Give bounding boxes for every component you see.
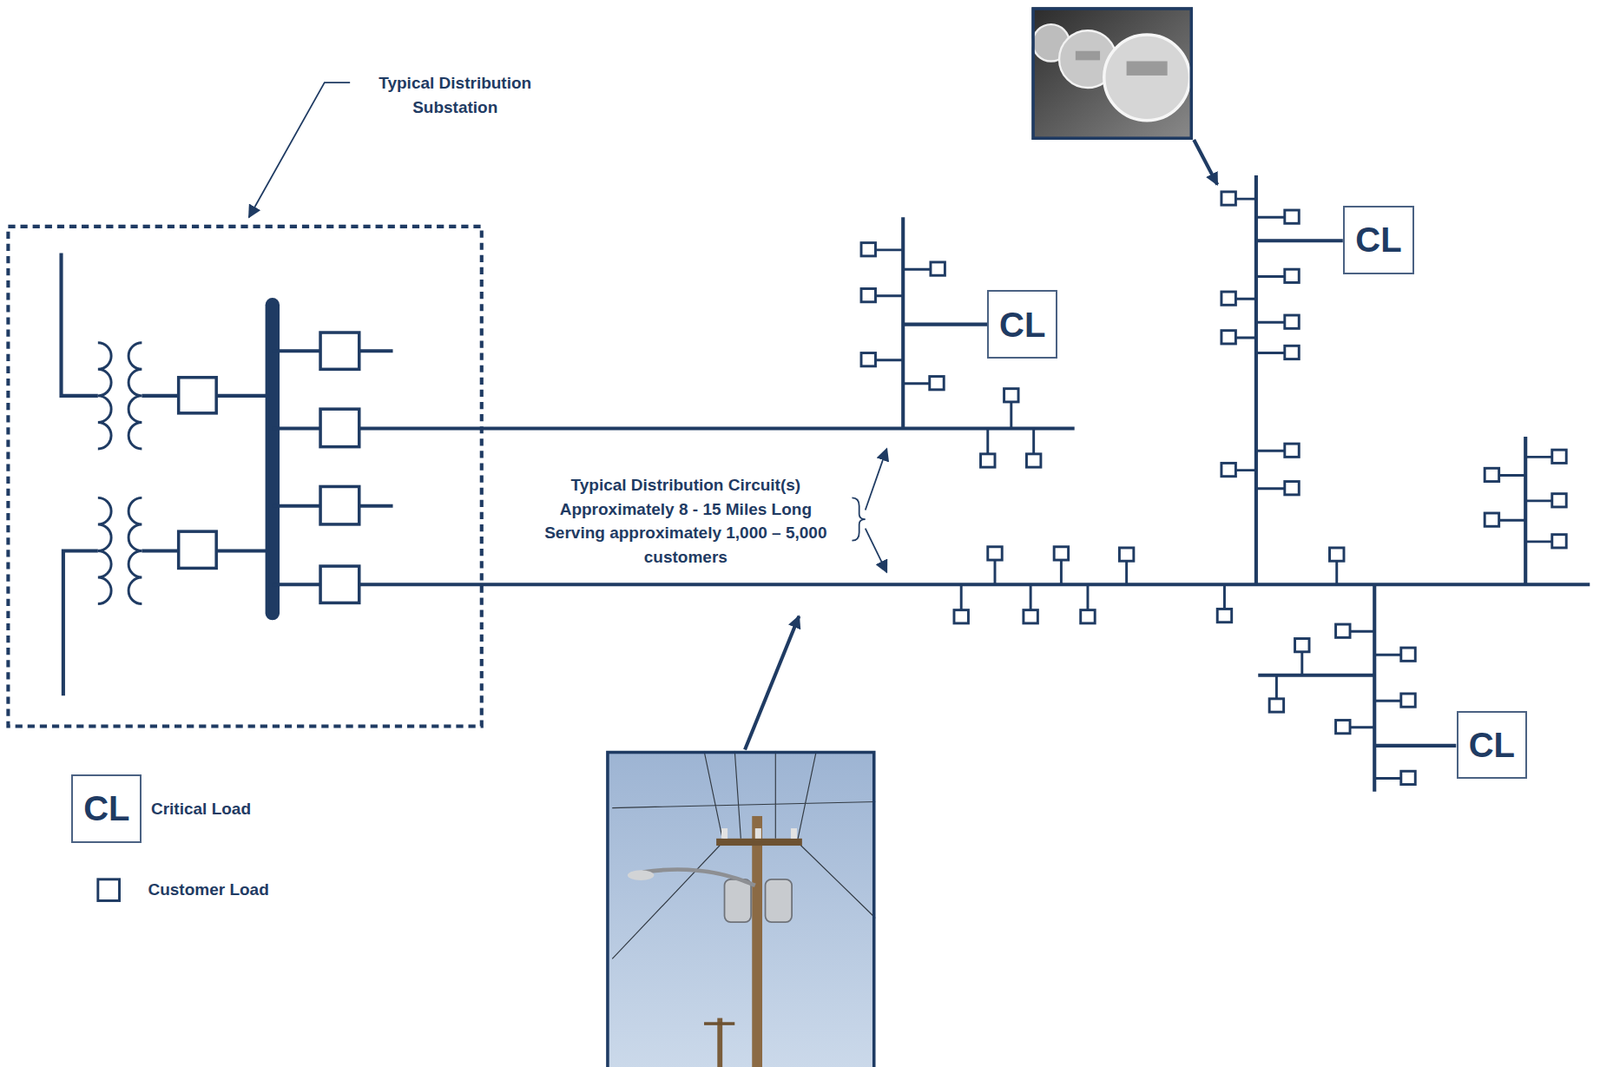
customer-load <box>1336 720 1350 734</box>
node-text: CL <box>999 305 1046 344</box>
customer-load <box>1269 698 1284 712</box>
pole-transformer <box>724 879 752 922</box>
customer-load <box>981 454 995 468</box>
pole <box>751 816 763 1067</box>
customer-load <box>929 376 944 390</box>
breaker-symbol <box>178 377 217 414</box>
photo-pointer <box>744 616 799 751</box>
secondary-line <box>141 395 268 552</box>
customer-load <box>1004 388 1019 402</box>
crossarm <box>716 838 803 846</box>
feeder-line <box>359 175 1591 792</box>
customer-load <box>1023 610 1038 624</box>
customer-load <box>1484 513 1499 527</box>
legend-text: Critical Load <box>151 798 251 821</box>
customer-load <box>1284 210 1299 224</box>
node-text: CL <box>1468 725 1515 764</box>
meter <box>1104 34 1191 121</box>
customer-load <box>1336 624 1350 638</box>
critical-load-box: CL <box>987 289 1058 359</box>
annotation-text: Typical Distribution Circuit(s) Approxim… <box>531 473 840 569</box>
pole-transformer <box>765 879 793 922</box>
wire <box>612 750 876 960</box>
bracket <box>851 497 865 540</box>
bus-bar <box>265 297 280 620</box>
customer-load <box>1119 547 1133 561</box>
service-drop <box>875 198 1552 778</box>
breaker-symbol <box>320 332 360 369</box>
customer-load <box>1284 269 1299 283</box>
streetlight-lamp <box>627 869 655 881</box>
customer-load <box>861 243 876 257</box>
substation-outline <box>7 226 481 727</box>
customer-load <box>1221 291 1236 305</box>
customer-load <box>1401 693 1416 707</box>
meter-dial <box>1126 60 1168 75</box>
photo-pointer <box>1193 139 1218 185</box>
legend-text: Customer Load <box>147 879 269 902</box>
customer-load <box>1284 315 1299 329</box>
node-text: CL <box>1355 220 1402 259</box>
customer-load <box>1221 462 1236 476</box>
photo-frame <box>607 752 875 1067</box>
customer-load <box>1080 610 1095 624</box>
pole <box>717 1018 723 1067</box>
customer-load <box>1284 443 1299 457</box>
leader-arrow <box>865 528 888 573</box>
customer-load <box>1284 481 1299 495</box>
customer-load <box>1484 467 1499 481</box>
bus-tap <box>272 350 394 585</box>
meter-background <box>1031 6 1193 140</box>
customer-load <box>1026 454 1041 468</box>
customer-load <box>954 610 968 624</box>
breaker-symbol <box>178 531 217 568</box>
insulator <box>790 828 797 839</box>
customer-load <box>1217 608 1232 622</box>
meter-photo <box>1031 6 1193 140</box>
breaker-symbol <box>320 566 360 603</box>
customer-load <box>1401 647 1416 661</box>
customer-load <box>930 262 945 276</box>
critical-load-box: CL <box>1456 711 1528 780</box>
crossarm <box>704 1021 735 1026</box>
pole-photo <box>605 750 876 1067</box>
leader-line <box>249 82 350 218</box>
transformer-coil <box>98 497 112 604</box>
customer-load <box>1552 534 1567 548</box>
sky <box>605 750 876 1067</box>
customer-load <box>861 353 876 367</box>
customer-load <box>1401 770 1416 784</box>
photo-frame <box>1033 8 1192 139</box>
customer-load <box>1221 330 1236 344</box>
legend-sample-box: CL <box>71 774 142 843</box>
customer-load <box>1221 191 1236 205</box>
critical-load-box: CL <box>1343 205 1415 275</box>
transformer-coil <box>98 342 112 449</box>
customer-load <box>1552 449 1567 463</box>
insulator <box>721 828 728 839</box>
transformer-coil <box>128 342 142 449</box>
customer-load <box>1053 546 1068 560</box>
customer-load <box>987 546 1002 560</box>
callout-label: Typical Distribution Substation <box>363 71 547 119</box>
legend-sample-square <box>98 879 120 902</box>
insulator <box>755 828 762 839</box>
customer-load <box>1330 547 1344 561</box>
breaker-symbol <box>320 486 360 524</box>
leader-arrow <box>865 448 888 510</box>
streetlight-arm <box>642 869 755 886</box>
customer-load <box>861 289 876 303</box>
meter-dial <box>1075 51 1100 61</box>
transformer-coil <box>128 497 142 604</box>
customer-load <box>1552 493 1567 507</box>
customer-load <box>1295 638 1310 652</box>
breaker-symbol <box>320 408 360 447</box>
primary-line <box>61 252 99 696</box>
customer-load <box>1284 345 1299 359</box>
